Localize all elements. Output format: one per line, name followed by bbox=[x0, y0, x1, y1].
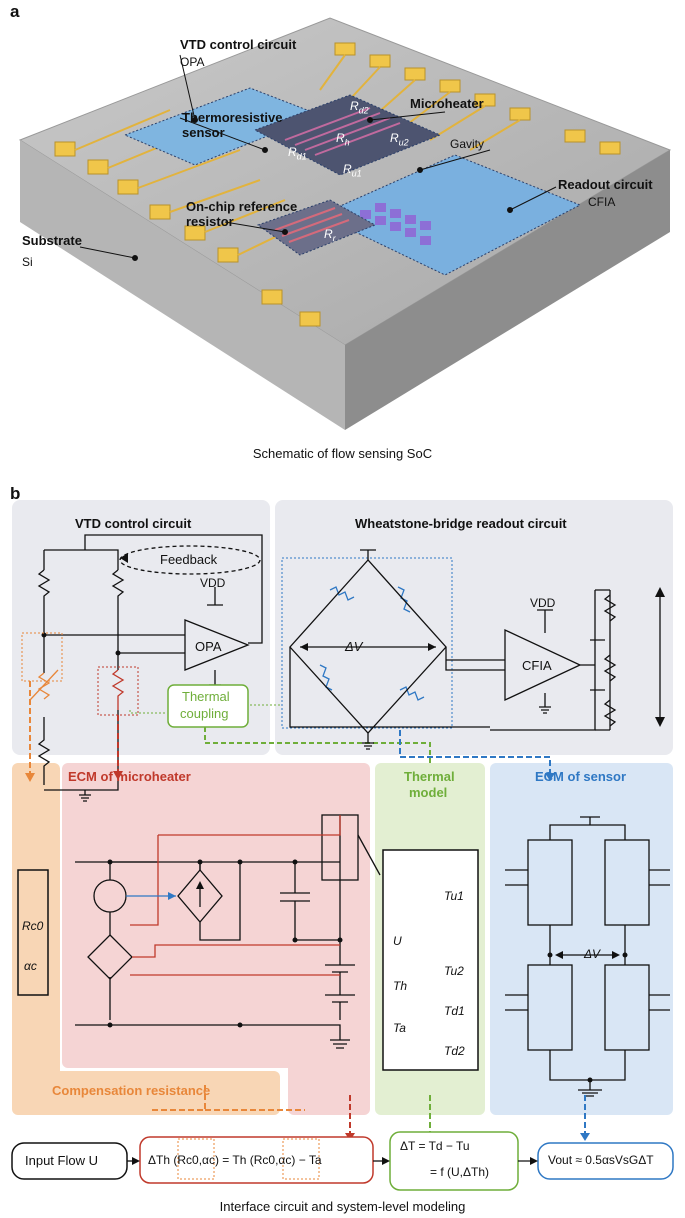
vdd-label-1: VDD bbox=[200, 576, 226, 590]
microheater-lines bbox=[284, 107, 401, 156]
thermal-var-th: Th bbox=[393, 979, 408, 993]
chip-left-face bbox=[20, 140, 345, 430]
thermal-coupling-box bbox=[167, 684, 249, 728]
thermal-model-title-2: model bbox=[409, 785, 448, 800]
wheatstone-panel bbox=[275, 500, 673, 755]
feedback-label: Feedback bbox=[160, 552, 218, 567]
reference-resistor-block bbox=[256, 199, 377, 256]
panel-b-caption: Interface circuit and system-level model… bbox=[219, 1199, 466, 1214]
panel-a-caption: Schematic of flow sensing SoC bbox=[252, 446, 433, 461]
label-ru2: Ru2 bbox=[390, 131, 409, 148]
ecm-heater-title: ECM of microheater bbox=[68, 769, 191, 784]
panel-a-letter: a bbox=[10, 2, 20, 21]
thermal-var-td2: Td2 bbox=[444, 1044, 465, 1058]
label-opa: OPA bbox=[180, 55, 205, 69]
label-rd1: Rd1 bbox=[288, 145, 307, 162]
thermal-var-tu1: Tu1 bbox=[444, 889, 464, 903]
compensation-panel-left bbox=[12, 763, 60, 1113]
opa-label: OPA bbox=[195, 639, 222, 654]
ecm-sensor-title: ECM of sensor bbox=[535, 769, 627, 784]
thermal-var-ta: Ta bbox=[393, 1021, 406, 1035]
chip-right-face bbox=[345, 150, 670, 430]
thermal-var-u: U bbox=[393, 934, 402, 948]
label-sensor: sensor bbox=[182, 125, 225, 140]
reference-resistor-lines bbox=[274, 207, 350, 243]
thermal-coupling-label-2: coupling bbox=[180, 706, 229, 721]
thermal-var-td1: Td1 bbox=[444, 1004, 465, 1018]
sensor-ecm-wires bbox=[505, 816, 670, 1097]
alpha-c-label: αc bbox=[24, 959, 37, 973]
delta-th-box bbox=[139, 1136, 374, 1184]
vout-equation: Vout ≈ 0.5αsVsGΔT bbox=[548, 1153, 654, 1167]
bridge-box bbox=[281, 557, 453, 729]
label-gavity: Gavity bbox=[450, 137, 485, 151]
label-substrate: Substrate bbox=[22, 233, 82, 248]
delta-v-label-bridge: ΔV bbox=[345, 639, 363, 654]
label-thermoresistive: Thermoresistive bbox=[182, 110, 283, 125]
thermal-coupling-label-1: Thermal bbox=[182, 689, 230, 704]
label-resistor: resistor bbox=[186, 214, 234, 229]
label-microheater: Microheater bbox=[410, 96, 484, 111]
thermal-var-tu2: Tu2 bbox=[444, 964, 464, 978]
rc-box bbox=[21, 632, 63, 682]
label-ru1: Ru1 bbox=[343, 162, 362, 179]
label-vtd-circuit: VTD control circuit bbox=[180, 37, 297, 52]
label-readout-circuit: Readout circuit bbox=[558, 177, 653, 192]
readout-array bbox=[360, 203, 431, 245]
label-rh: Rh bbox=[336, 131, 350, 148]
readout-circuit-block bbox=[318, 154, 582, 276]
cfia-label: CFIA bbox=[522, 658, 552, 673]
delta-t-equation-2: = f (U,ΔTh) bbox=[430, 1165, 490, 1179]
leader-lines bbox=[79, 54, 557, 261]
compensation-title: Compensation resistance bbox=[52, 1083, 211, 1098]
thermal-model-title-1: Thermal bbox=[404, 769, 455, 784]
vdd-label-2: VDD bbox=[530, 596, 556, 610]
label-rd2: Rd2 bbox=[350, 99, 369, 116]
sensor-ecm-panel bbox=[490, 763, 673, 1115]
circuit-model-diagram bbox=[11, 500, 674, 1191]
soc-schematic bbox=[18, 17, 672, 430]
label-cfia: CFIA bbox=[588, 195, 616, 209]
panel-b-letter: b bbox=[10, 484, 21, 503]
wheatstone-title: Wheatstone-bridge readout circuit bbox=[355, 516, 567, 531]
delta-v-label-sensor: ΔV bbox=[584, 947, 601, 961]
label-si: Si bbox=[22, 255, 33, 269]
label-onchip-reference: On-chip reference bbox=[186, 199, 298, 214]
bridge-wires bbox=[289, 549, 661, 750]
heater-ecm-panel bbox=[62, 763, 370, 1068]
delta-th-equation: ΔTh (Rc0,αc) = Th (Rc0,αc) − Ta bbox=[148, 1153, 322, 1167]
delta-t-equation-1: ΔT = Td − Tu bbox=[400, 1139, 470, 1153]
thermal-model-box bbox=[382, 849, 479, 1071]
rc0-label: Rc0 bbox=[22, 919, 44, 933]
vtd-title: VTD control circuit bbox=[75, 516, 192, 531]
heater-ecm-red-wires bbox=[130, 815, 341, 976]
label-rr: Rr bbox=[324, 227, 336, 244]
rc0-box bbox=[17, 869, 49, 996]
input-flow-label: Input Flow U bbox=[25, 1153, 98, 1168]
compensation-panel-bottom bbox=[12, 1071, 280, 1115]
